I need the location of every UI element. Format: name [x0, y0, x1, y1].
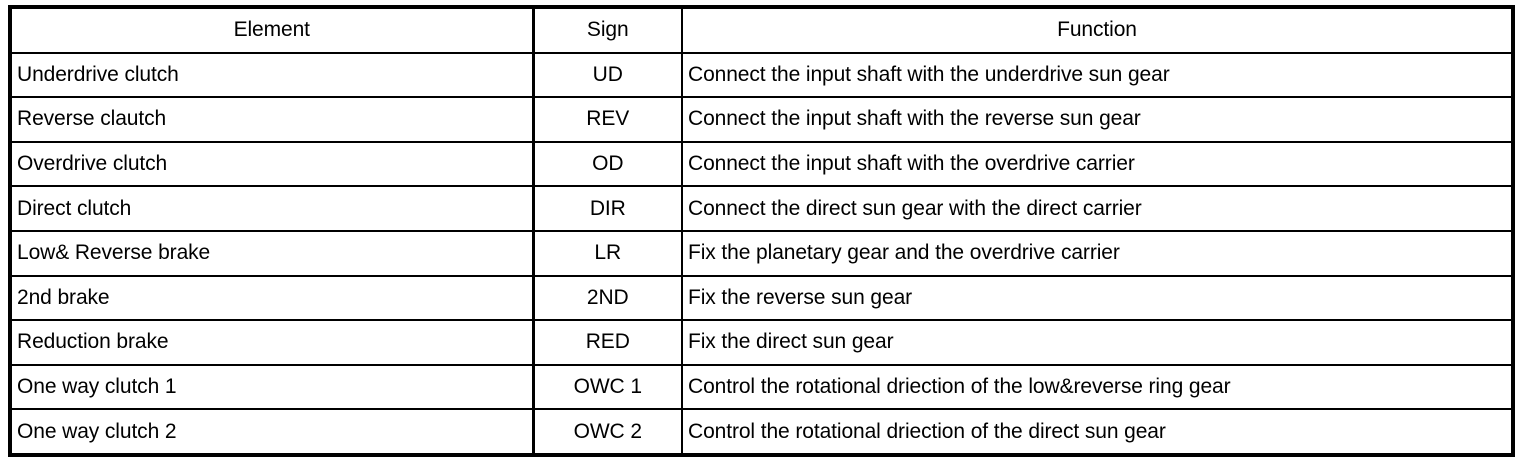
cell-function: Fix the reverse sun gear [681, 274, 1514, 322]
transmission-elements-table: Element Sign Function Underdrive clutch … [8, 5, 1515, 457]
cell-element: One way clutch 1 [9, 363, 535, 411]
cell-function: Connect the input shaft with the underdr… [681, 51, 1514, 99]
cell-sign: REV [531, 96, 683, 143]
table-header: Element Sign Function [9, 6, 1514, 54]
cell-element: Overdrive clutch [9, 140, 535, 188]
column-header-element: Element [9, 6, 535, 54]
table-row: Reverse clautch REV Connect the input sh… [9, 96, 1514, 143]
transmission-elements-table-container: Element Sign Function Underdrive clutch … [8, 5, 1515, 457]
cell-function: Control the rotational driection of the … [681, 408, 1514, 456]
table-row: Underdrive clutch UD Connect the input s… [9, 51, 1514, 99]
cell-function: Fix the direct sun gear [681, 319, 1514, 366]
table-row: One way clutch 2 OWC 2 Control the rotat… [9, 408, 1514, 456]
cell-element: Direct clutch [9, 185, 535, 232]
cell-element: Reverse clautch [9, 96, 535, 143]
cell-function: Connect the direct sun gear with the dir… [681, 185, 1514, 232]
table-header-row: Element Sign Function [9, 6, 1514, 54]
table-row: One way clutch 1 OWC 1 Control the rotat… [9, 363, 1514, 411]
table-row: Direct clutch DIR Connect the direct sun… [9, 185, 1514, 232]
cell-element: Reduction brake [9, 319, 535, 366]
table-row: 2nd brake 2ND Fix the reverse sun gear [9, 274, 1514, 322]
cell-element: 2nd brake [9, 274, 535, 322]
cell-element: One way clutch 2 [9, 408, 535, 456]
cell-sign: 2ND [531, 274, 683, 322]
table-body: Underdrive clutch UD Connect the input s… [9, 51, 1514, 456]
cell-sign: OWC 1 [531, 363, 683, 411]
cell-function: Connect the input shaft with the overdri… [681, 140, 1514, 188]
cell-function: Control the rotational driection of the … [681, 363, 1514, 411]
cell-function: Connect the input shaft with the reverse… [681, 96, 1514, 143]
column-header-sign: Sign [531, 6, 683, 54]
cell-element: Underdrive clutch [9, 51, 535, 99]
cell-sign: OD [531, 140, 683, 188]
cell-sign: LR [531, 229, 683, 277]
table-row: Reduction brake RED Fix the direct sun g… [9, 319, 1514, 366]
cell-function: Fix the planetary gear and the overdrive… [681, 229, 1514, 277]
table-row: Overdrive clutch OD Connect the input sh… [9, 140, 1514, 188]
table-row: Low& Reverse brake LR Fix the planetary … [9, 229, 1514, 277]
cell-sign: OWC 2 [531, 408, 683, 456]
cell-sign: DIR [531, 185, 683, 232]
cell-element: Low& Reverse brake [9, 229, 535, 277]
cell-sign: RED [531, 319, 683, 366]
cell-sign: UD [531, 51, 683, 99]
column-header-function: Function [681, 6, 1514, 54]
